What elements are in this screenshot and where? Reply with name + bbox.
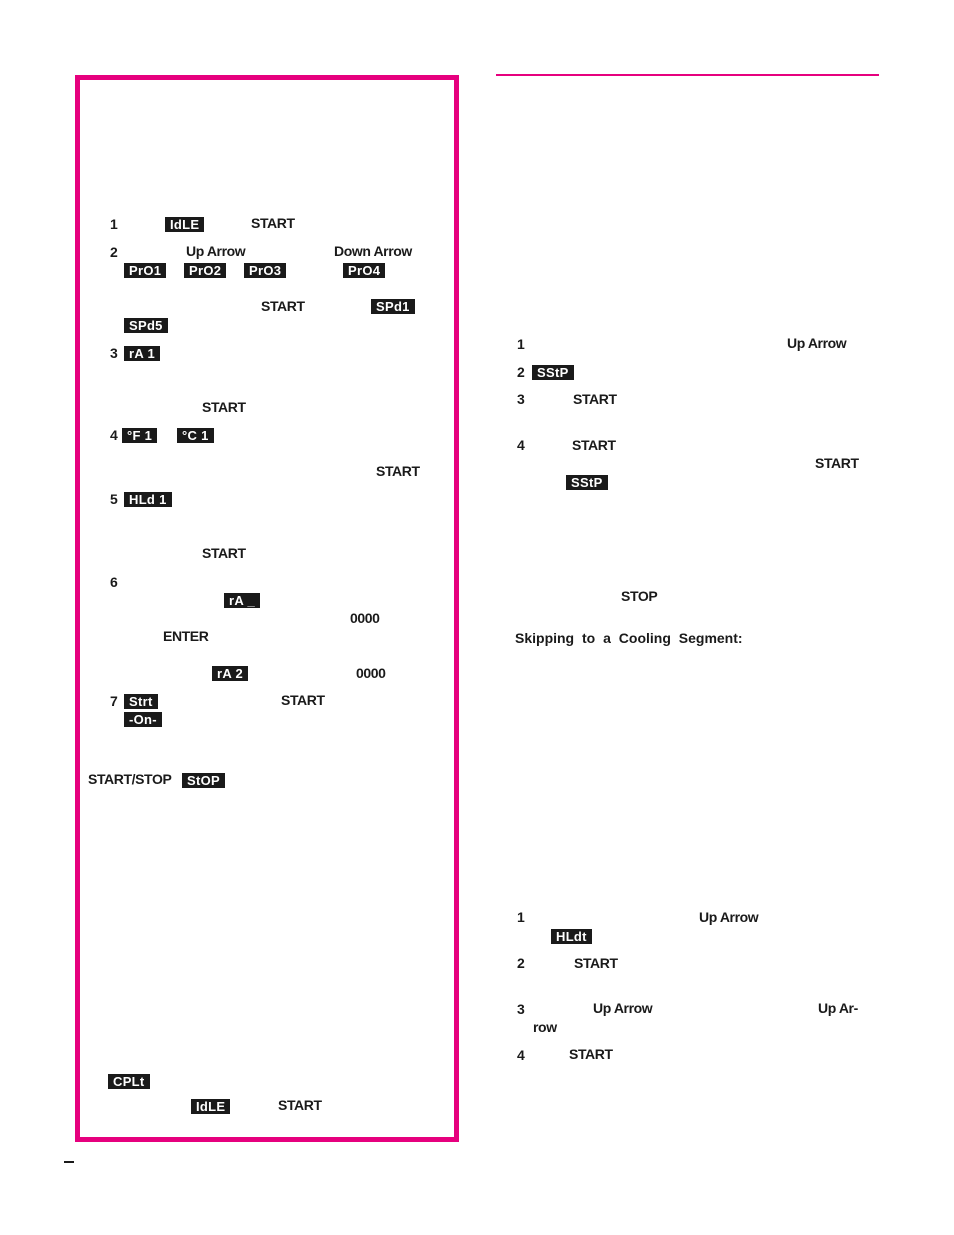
display-stop: StOP	[182, 773, 225, 788]
key-enter: ENTER	[163, 628, 209, 644]
key-down-arrow: Down Arrow	[334, 243, 412, 259]
section-heading: Skipping to a Cooling Segment:	[515, 630, 743, 646]
key-start-stop: START/STOP	[88, 771, 172, 787]
procedure-box	[75, 75, 459, 1142]
display-spd5: SPd5	[124, 318, 168, 333]
footer-mark	[64, 1161, 74, 1163]
key-stop: STOP	[621, 588, 658, 604]
display-ra: rA _	[224, 593, 261, 608]
key-start: START	[572, 437, 616, 453]
value-0000: 0000	[350, 610, 380, 626]
display-ra1: rA 1	[124, 346, 161, 361]
display-cplt: CPLt	[108, 1074, 150, 1089]
step-number: 1	[517, 336, 525, 352]
key-up-arrow: row	[533, 1019, 557, 1035]
display-pro1: PrO1	[124, 263, 167, 278]
key-up-arrow: Up Arrow	[593, 1000, 653, 1016]
key-start: START	[376, 463, 420, 479]
key-start: START	[573, 391, 617, 407]
step-number: 4	[110, 427, 118, 443]
step-number: 2	[110, 244, 118, 260]
key-start: START	[251, 215, 295, 231]
step-number: 7	[110, 693, 118, 709]
key-up-arrow: Up Arrow	[699, 909, 759, 925]
step-number: 3	[517, 391, 525, 407]
step-number: 5	[110, 491, 118, 507]
display-spd1: SPd1	[371, 299, 415, 314]
display-sstp: SStP	[532, 365, 574, 380]
display-ra2: rA 2	[212, 666, 249, 681]
key-start: START	[261, 298, 305, 314]
key-up-arrow: Up Arrow	[186, 243, 246, 259]
display-pro4: PrO4	[343, 263, 386, 278]
display-idle: IdLE	[165, 217, 205, 232]
step-number: 4	[517, 1047, 525, 1063]
value-0000: 0000	[356, 665, 386, 681]
key-start: START	[281, 692, 325, 708]
key-start: START	[569, 1046, 613, 1062]
step-number: 2	[517, 955, 525, 971]
display-sstp: SStP	[566, 475, 608, 490]
step-number: 3	[110, 345, 118, 361]
key-start: START	[278, 1097, 322, 1113]
display-hldt: HLdt	[551, 929, 592, 944]
key-start: START	[815, 455, 859, 471]
display-c1: °C 1	[177, 428, 214, 443]
step-number: 4	[517, 437, 525, 453]
display-pro2: PrO2	[184, 263, 227, 278]
step-number: 2	[517, 364, 525, 380]
display-strt: Strt	[124, 694, 158, 709]
display-f1: °F 1	[122, 428, 158, 443]
key-start: START	[202, 545, 246, 561]
display-pro3: PrO3	[244, 263, 287, 278]
section-rule	[496, 74, 879, 76]
key-up-arrow: Up Ar-	[818, 1000, 858, 1016]
display-hld1: HLd 1	[124, 492, 172, 507]
key-start: START	[202, 399, 246, 415]
step-number: 1	[110, 216, 118, 232]
step-number: 1	[517, 909, 525, 925]
step-number: 3	[517, 1001, 525, 1017]
display-on: -On-	[124, 712, 162, 727]
key-start: START	[574, 955, 618, 971]
display-idle: IdLE	[191, 1099, 231, 1114]
key-up-arrow: Up Arrow	[787, 335, 847, 351]
step-number: 6	[110, 574, 118, 590]
